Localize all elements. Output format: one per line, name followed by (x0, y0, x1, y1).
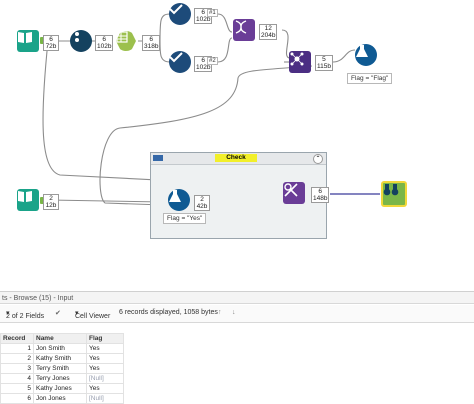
check-filter-icon (169, 52, 183, 63)
connection-label: #2 (207, 57, 218, 65)
union-icon (290, 52, 304, 66)
results-toolbar: 2 of 2 Fields ▾ ✔ Cell Viewer ▾ 6 record… (0, 305, 474, 323)
name-cell[interactable]: Kathy Jones (33, 383, 87, 394)
join-tool-top[interactable] (233, 19, 255, 41)
union-tool[interactable] (289, 51, 311, 73)
column-header-name[interactable]: Name (33, 333, 87, 344)
connection-label: #1 (207, 9, 218, 17)
transpose-tool[interactable] (116, 31, 136, 51)
table-row[interactable]: 5 Kathy Jones Yes (0, 383, 124, 394)
collapse-icon[interactable]: ⌃ (313, 154, 323, 164)
record-cell: 2 (0, 353, 34, 364)
name-cell[interactable]: Kathy Smith (33, 353, 87, 364)
record-cell: 5 (0, 383, 34, 394)
record-cell: 1 (0, 343, 34, 354)
fields-dropdown[interactable]: 2 of 2 Fields ▾ (6, 310, 45, 320)
results-grid[interactable]: Record Name Flag 1 Jon Smith Yes 2 Kathy… (0, 333, 124, 404)
table-row[interactable]: 2 Kathy Smith Yes (0, 353, 124, 364)
browse-tool[interactable] (381, 181, 407, 207)
table-header-row: Record Name Flag (0, 333, 124, 344)
flask-icon (356, 45, 368, 57)
flask-icon (169, 190, 181, 202)
input-data-tool-bottom[interactable] (17, 189, 39, 211)
output-anchor[interactable] (40, 197, 44, 204)
record-cell: 3 (0, 363, 34, 374)
formula-annotation-top: Flag = "Flag" (347, 73, 393, 84)
name-cell[interactable]: Jon Smith (33, 343, 87, 354)
checkmark-icon[interactable]: ✔ (55, 310, 61, 317)
check-filter-icon (169, 4, 183, 15)
container-header[interactable]: Check ⌃ (151, 153, 326, 165)
formula-annotation-bottom: Flag = "Yes" (163, 213, 207, 224)
join-icon (284, 183, 298, 197)
record-cell: 4 (0, 373, 34, 384)
flag-cell[interactable]: [Null] (86, 373, 124, 384)
name-cell[interactable]: Terry Smith (33, 363, 87, 374)
results-title: ts - Browse (15) - Input (0, 291, 474, 304)
flag-cell[interactable]: Yes (86, 383, 124, 394)
flag-cell[interactable]: Yes (86, 353, 124, 364)
join-tool-bottom[interactable] (283, 182, 305, 204)
formula-tool-top[interactable] (355, 44, 377, 66)
cell-viewer-dropdown[interactable]: Cell Viewer ▾ (75, 310, 111, 320)
book-icon (18, 32, 32, 43)
records-info: 6 records displayed, 1058 bytes (119, 309, 218, 316)
table-row[interactable]: 3 Terry Smith Yes (0, 363, 124, 374)
column-header-flag[interactable]: Flag (86, 333, 124, 344)
table-row[interactable]: 4 Terry Jones [Null] (0, 373, 124, 384)
name-cell[interactable]: Terry Jones (33, 373, 87, 384)
column-header-record[interactable]: Record (0, 333, 34, 344)
arrow-down-icon[interactable]: ↓ (232, 309, 236, 316)
flag-cell[interactable]: Yes (86, 343, 124, 354)
container-icon (153, 155, 163, 161)
output-anchor[interactable] (40, 37, 44, 44)
flag-cell[interactable]: [Null] (86, 393, 124, 404)
record-cell: 6 (0, 393, 34, 404)
arrow-up-icon[interactable]: ↑ (218, 309, 222, 316)
book-icon (18, 191, 32, 202)
container-title: Check (215, 154, 257, 162)
name-cell[interactable]: Jon Jones (33, 393, 87, 404)
filter-tool-bottom[interactable] (169, 51, 191, 73)
select-fields-icon (75, 32, 79, 42)
binoculars-icon (383, 184, 399, 196)
table-row[interactable]: 1 Jon Smith Yes (0, 343, 124, 354)
select-tool[interactable] (70, 30, 92, 52)
formula-tool-bottom[interactable] (168, 189, 190, 211)
dna-icon (235, 20, 247, 34)
table-row[interactable]: 6 Jon Jones [Null] (0, 393, 124, 404)
input-data-tool-top[interactable] (17, 30, 39, 52)
filter-tool-top[interactable] (169, 3, 191, 25)
flag-cell[interactable]: Yes (86, 363, 124, 374)
